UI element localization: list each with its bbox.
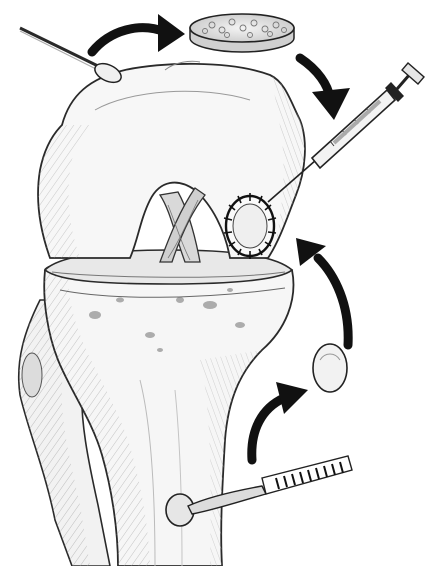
cultured-cell-disc [190,14,294,52]
arrow-harvest-to-patch [252,398,284,460]
periosteal-patch [313,344,347,392]
cruciate-ligaments [160,188,205,262]
arrowhead-harvest-to-patch [276,382,308,414]
arrow-patch-to-defect [318,258,348,345]
arrowhead-biopsy-to-culture [158,14,185,52]
arrowhead-culture-to-syringe [312,88,350,120]
arrow-biopsy-to-culture [92,28,165,52]
